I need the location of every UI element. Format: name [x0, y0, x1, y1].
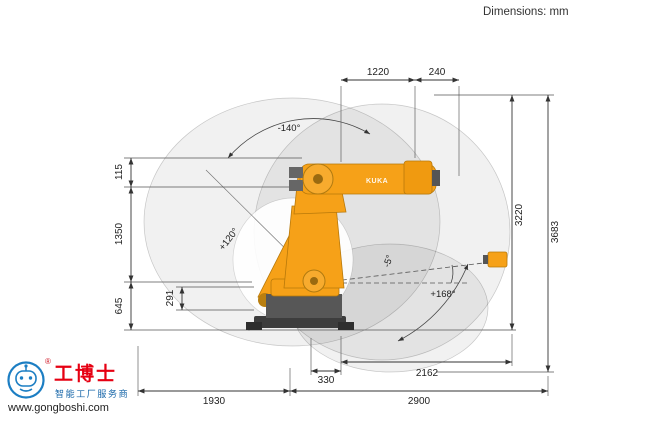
robot-flange-extended-position [483, 255, 488, 264]
dim-label-240: 240 [429, 67, 446, 78]
robot-wrist-extended-position [487, 251, 508, 268]
angle-arc-plus168 [397, 263, 469, 342]
extension-lines [124, 86, 554, 396]
angle-label-minus140: -140° [278, 123, 301, 134]
robot-axis2-hub [310, 277, 318, 285]
dim-label-115: 115 [114, 164, 125, 180]
robot-motor-lower [289, 180, 303, 191]
angle-arc-minus5 [450, 264, 454, 284]
logo-url: www.gongboshi.com [8, 402, 109, 414]
robot-flange [432, 170, 440, 186]
robot-base-foot-right [338, 322, 354, 330]
robot-wrist [403, 160, 433, 195]
dim-label-1350: 1350 [114, 222, 125, 245]
dim-label-291: 291 [165, 289, 176, 306]
dim-label-3220: 3220 [514, 203, 525, 226]
dimension-labels: 1220 240 115 1350 645 291 3220 3683 330 … [114, 67, 561, 407]
dim-label-2900: 2900 [408, 396, 431, 407]
robot-illustration: KUKA [246, 160, 508, 330]
angle-label-plus168: +168° [430, 289, 455, 300]
robot-shoulder-hub [313, 174, 323, 184]
dimensions-note: Dimensions: mm [483, 6, 569, 18]
angle-label-minus5: -5° [381, 254, 395, 269]
dim-label-330: 330 [318, 375, 335, 386]
robot-brand-label: KUKA [366, 178, 388, 185]
registered-trademark-mark: ® [45, 357, 51, 366]
dim-label-2162: 2162 [416, 368, 439, 379]
dim-label-645: 645 [114, 297, 125, 314]
logo-tagline: 智能工厂服务商 [55, 389, 130, 399]
robot-base-foot-left [246, 322, 262, 330]
dim-label-1930: 1930 [203, 396, 226, 407]
gongboshi-logo: ® 工博士 智能工厂服务商 www.gongboshi.com [6, 356, 166, 420]
dimension-lines [128, 77, 551, 394]
angle-arc-minus140 [227, 118, 371, 159]
dim-label-1220: 1220 [367, 67, 390, 78]
gongboshi-mascot-icon [7, 361, 45, 399]
dim-label-3683: 3683 [550, 220, 561, 243]
robot-base-pedestal [266, 294, 342, 318]
logo-brand-text: 工博士 [54, 364, 118, 385]
robot-motor-upper [289, 167, 303, 178]
robot-base-plate [254, 316, 346, 328]
